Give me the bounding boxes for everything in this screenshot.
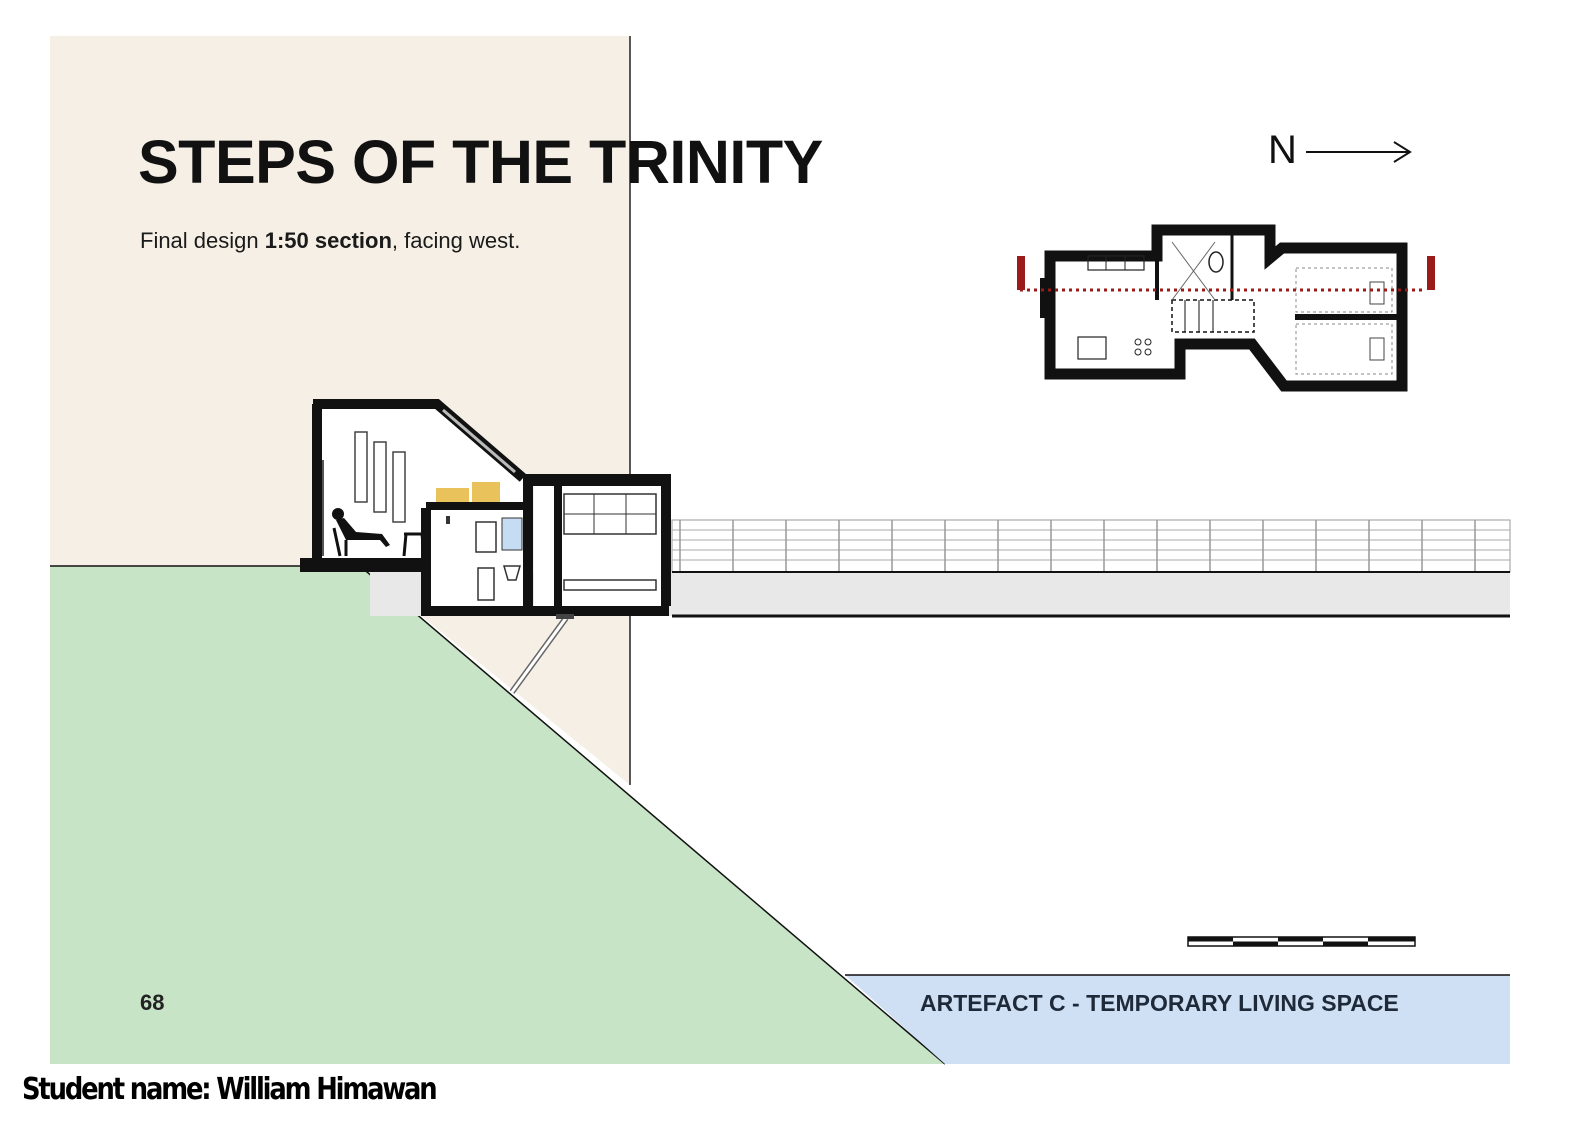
page-number: 68 xyxy=(140,990,165,1015)
student-name: Student name: William Himawan xyxy=(22,1072,438,1107)
artefact-label: ARTEFACT C - TEMPORARY LIVING SPACE xyxy=(920,990,1399,1016)
page-title: STEPS OF THE TRINITY xyxy=(138,128,823,196)
sink-icon xyxy=(503,565,521,581)
north-arrow-icon xyxy=(1306,141,1412,163)
water-panel xyxy=(845,975,1510,1064)
green-slope xyxy=(50,566,945,1064)
chair-figure-icon xyxy=(332,508,428,557)
section-drawing xyxy=(300,399,672,694)
page-subtitle: Final design 1:50 section, facing west. xyxy=(140,228,521,253)
bed-icon xyxy=(563,579,657,591)
sink-icon xyxy=(1077,336,1107,360)
toilet-icon xyxy=(1208,251,1224,273)
landing-slab xyxy=(300,558,430,572)
walkway-railing xyxy=(671,519,1511,618)
toilet-icon xyxy=(477,567,495,601)
floor-plan-drawing xyxy=(1017,224,1435,392)
north-label: N xyxy=(1268,128,1297,172)
slope-line xyxy=(359,565,946,1065)
scale-bar-icon xyxy=(1187,936,1416,947)
